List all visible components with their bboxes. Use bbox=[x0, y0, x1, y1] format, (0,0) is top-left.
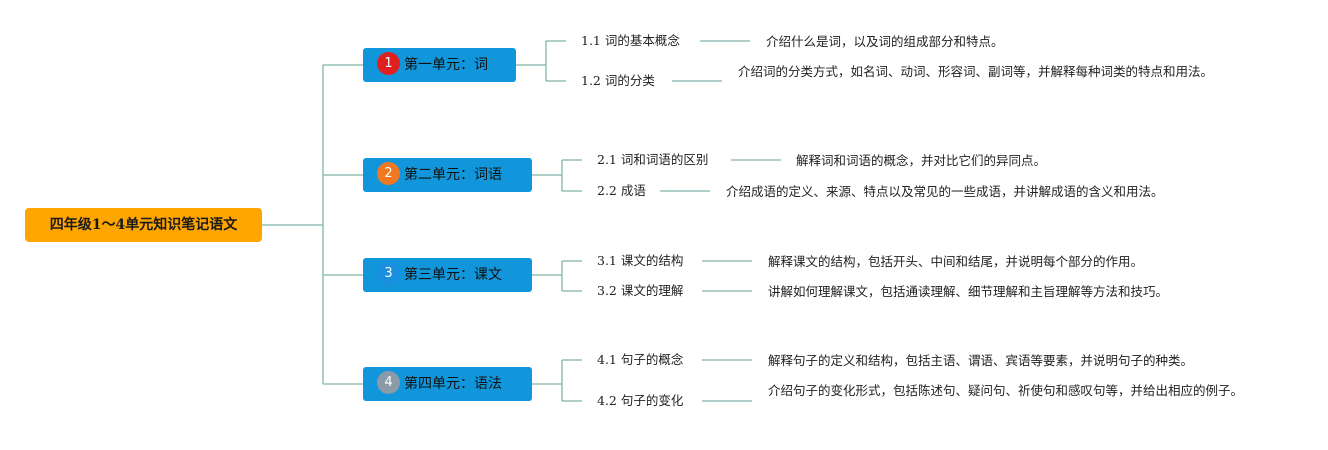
topic-node-4-2[interactable]: 4.2 句子的变化 bbox=[597, 393, 684, 408]
topic-desc-1-1: 介绍什么是词，以及词的组成部分和特点。 bbox=[766, 34, 1004, 49]
topic-desc-3-2: 讲解如何理解课文，包括通读理解、细节理解和主旨理解等方法和技巧。 bbox=[768, 284, 1169, 299]
topic-desc-3-1: 解释课文的结构，包括开头、中间和结尾，并说明每个部分的作用。 bbox=[768, 254, 1144, 269]
topic-node-3-2[interactable]: 3.2 课文的理解 bbox=[597, 283, 684, 298]
root-node[interactable]: 四年级1～4单元知识笔记语文 bbox=[25, 208, 262, 242]
unit-label: 第一单元：词 bbox=[404, 57, 488, 73]
number-1-icon: 1 bbox=[377, 52, 400, 75]
topic-desc-1-2: 介绍词的分类方式，如名词、动词、形容词、副词等，并解释每种词类的特点和用法。 bbox=[738, 64, 1214, 79]
number-3-icon: 3 bbox=[377, 262, 400, 285]
topic-desc-2-2: 介绍成语的定义、来源、特点以及常见的一些成语，并讲解成语的含义和用法。 bbox=[726, 184, 1164, 199]
number-2-icon: 2 bbox=[377, 162, 400, 185]
topic-node-3-1[interactable]: 3.1 课文的结构 bbox=[597, 253, 684, 268]
topic-node-4-1[interactable]: 4.1 句子的概念 bbox=[597, 352, 684, 367]
topic-desc-4-1: 解释句子的定义和结构，包括主语、谓语、宾语等要素，并说明句子的种类。 bbox=[768, 353, 1194, 368]
number-4-icon: 4 bbox=[377, 371, 400, 394]
unit-label: 第二单元：词语 bbox=[404, 167, 502, 183]
topic-desc-2-1: 解释词和词语的概念，并对比它们的异同点。 bbox=[796, 153, 1047, 168]
topic-node-1-2[interactable]: 1.2 词的分类 bbox=[581, 73, 655, 88]
unit-label: 第四单元：语法 bbox=[404, 376, 502, 392]
topic-node-2-2[interactable]: 2.2 成语 bbox=[597, 183, 646, 198]
unit-label: 第三单元：课文 bbox=[404, 267, 502, 283]
topic-node-2-1[interactable]: 2.1 词和词语的区别 bbox=[597, 152, 709, 167]
topic-node-1-1[interactable]: 1.1 词的基本概念 bbox=[581, 33, 680, 48]
topic-desc-4-2: 介绍句子的变化形式，包括陈述句、疑问句、祈使句和感叹句等，并给出相应的例子。 bbox=[768, 383, 1244, 398]
